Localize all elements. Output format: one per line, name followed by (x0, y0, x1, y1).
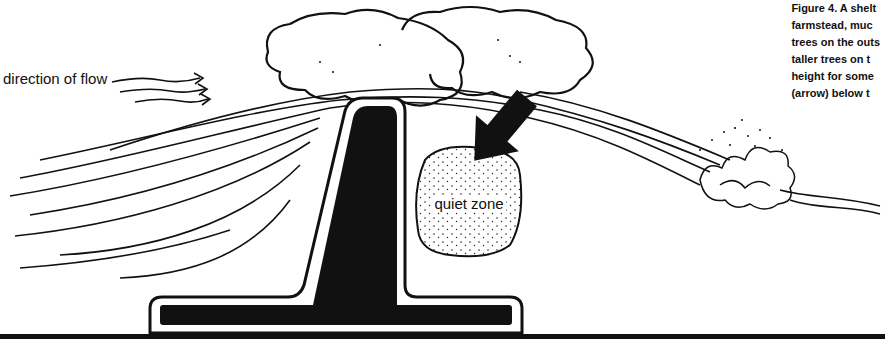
quiet-zone-area (416, 147, 521, 256)
ground-line (0, 334, 885, 339)
caption-line: trees on the outs (791, 34, 880, 51)
downdraft-arrow (453, 80, 549, 179)
shelterbelt-outline (150, 98, 522, 333)
caption-line: height for some (791, 68, 874, 85)
shrub-row (160, 305, 512, 325)
cloud-speckle (319, 39, 521, 73)
caption-line: Figure 4. A shelt (791, 0, 876, 17)
quiet-zone: quiet zone (415, 148, 523, 258)
tall-trees (313, 106, 397, 305)
caption-line: farmstead, muc (791, 17, 872, 34)
caption-line: taller trees on t (791, 51, 870, 68)
direction-arrows (112, 73, 210, 105)
turbulence (700, 148, 795, 210)
flow-label: direction of flow (3, 70, 107, 88)
cloud (267, 7, 593, 106)
caption-line: (arrow) below t (791, 85, 869, 102)
spray-dots (699, 119, 783, 151)
flow-lines (10, 89, 880, 278)
zone-label: quiet zone (432, 195, 505, 212)
